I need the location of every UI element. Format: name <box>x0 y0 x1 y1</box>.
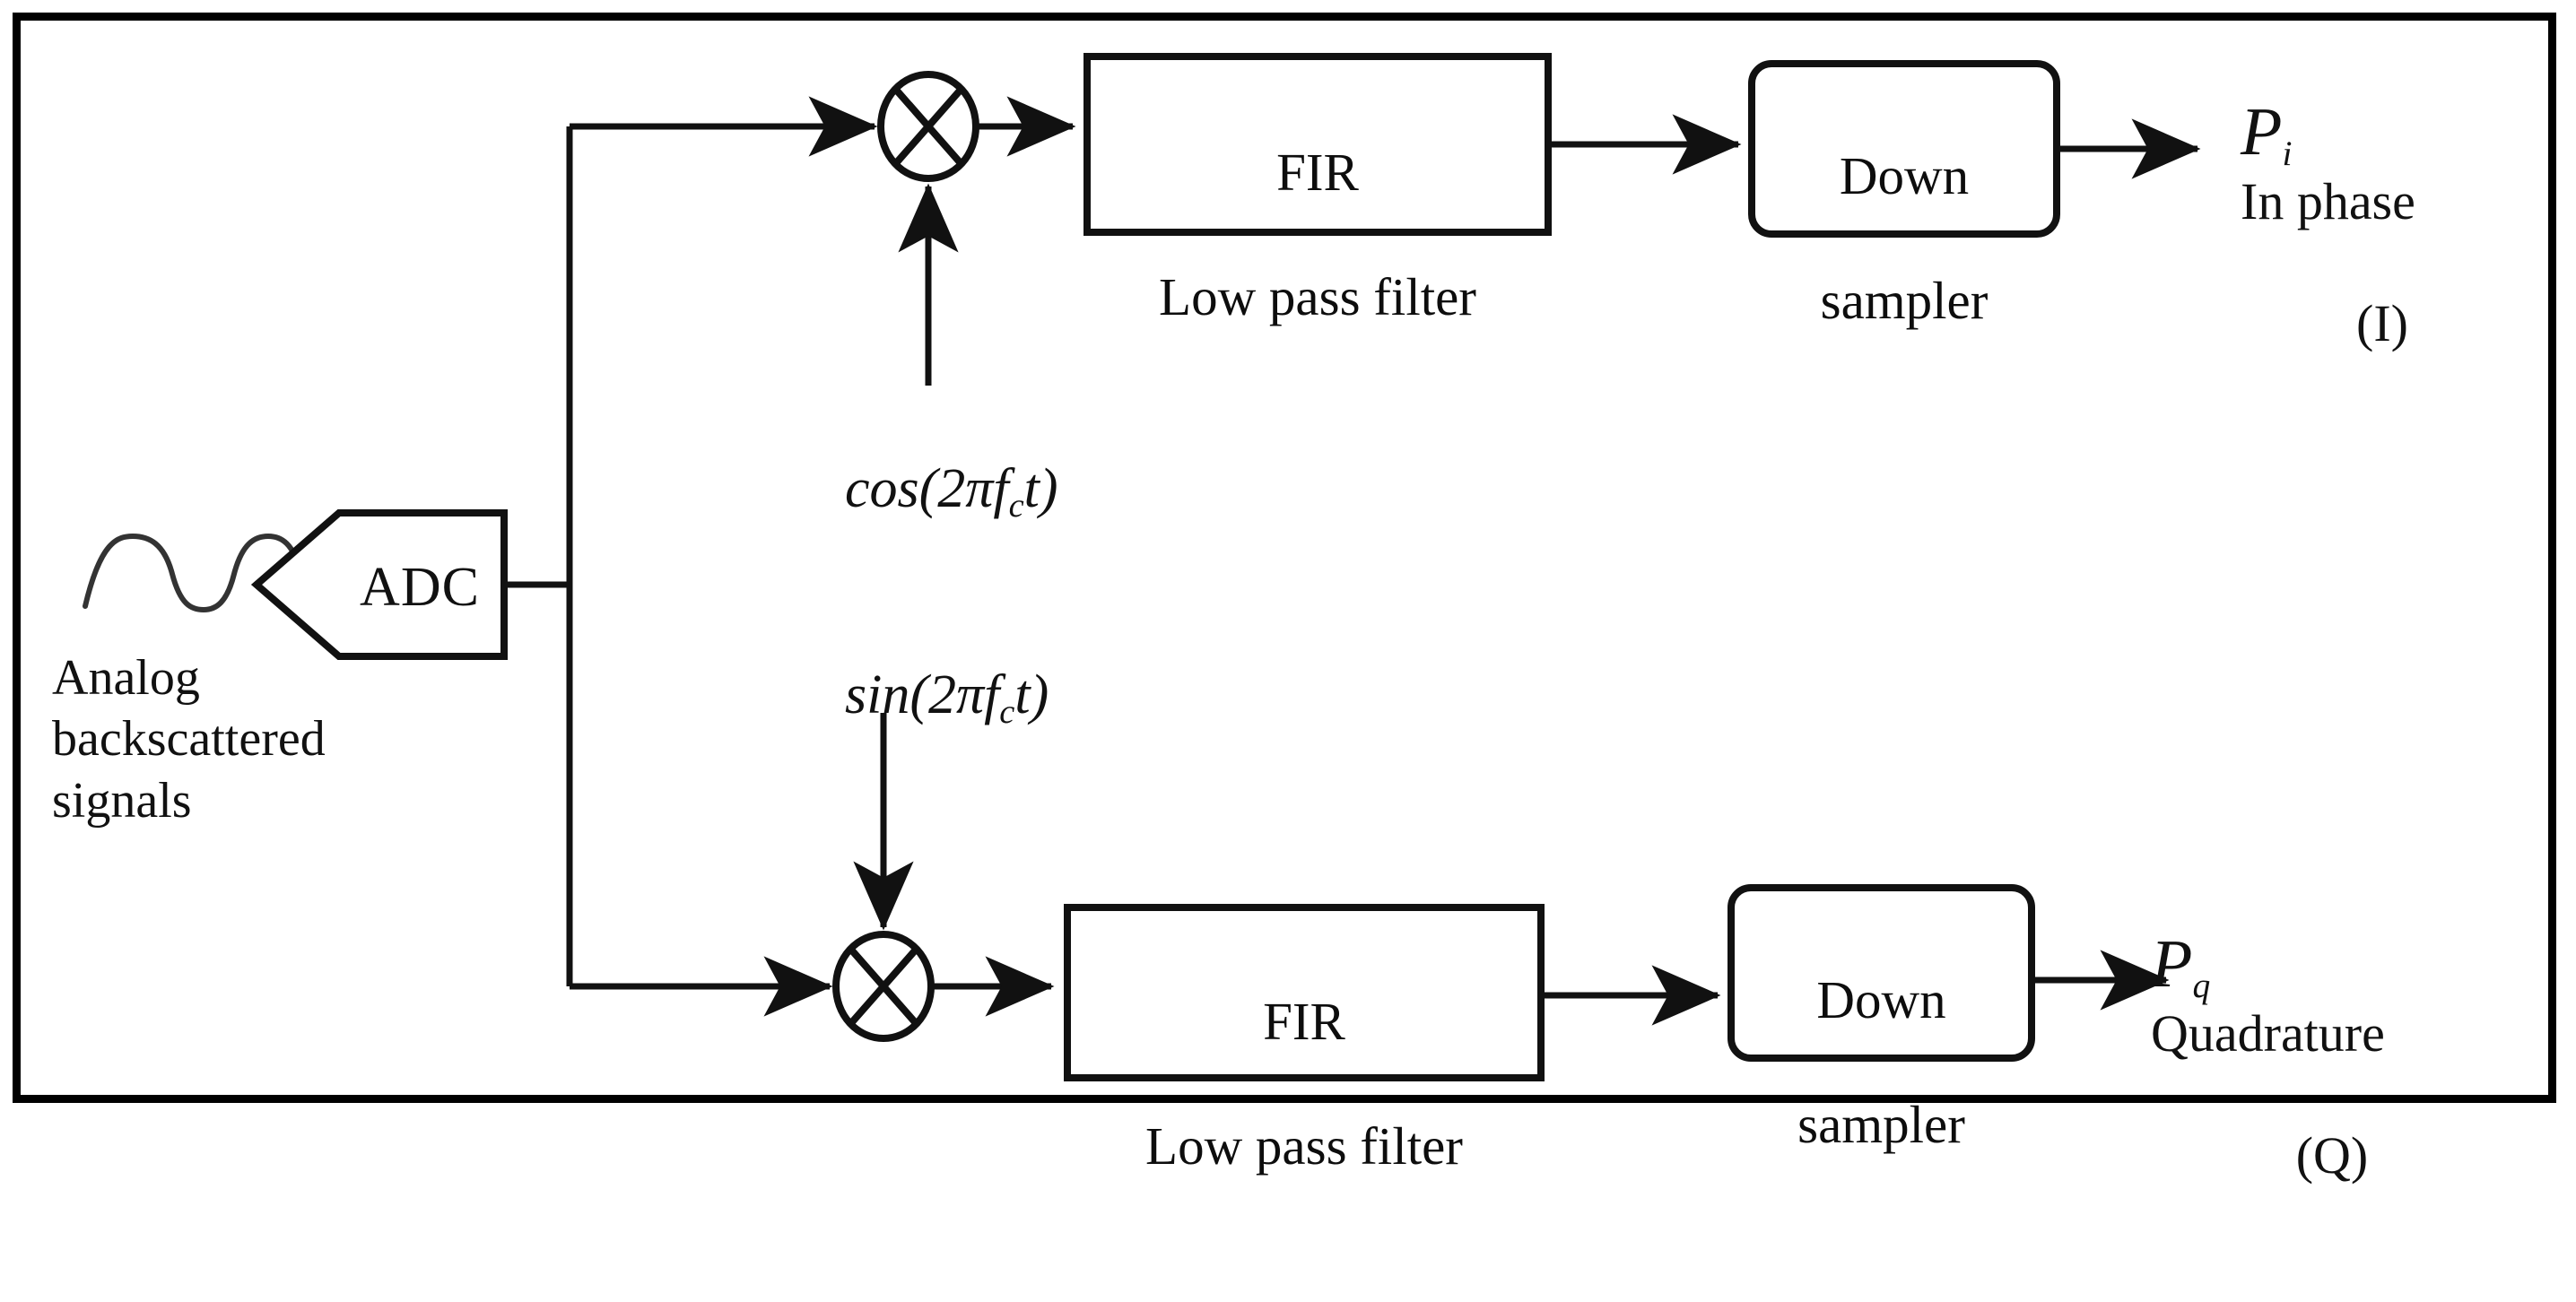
top-fir-block <box>1083 53 1552 236</box>
bottom-sampler-line1: Down <box>1816 969 1946 1029</box>
top-sampler-line2: sampler <box>1820 270 1989 330</box>
quadrature-symbol: P <box>2151 925 2193 1002</box>
bottom-sampler-line2: sampler <box>1797 1094 1965 1154</box>
top-fir-line1: FIR <box>1276 142 1359 202</box>
analog-source-caption: Analog backscattered signals <box>52 650 326 829</box>
cos-subscript: c <box>1008 487 1024 525</box>
sin-carrier-label: sin(2πfct) <box>789 603 1049 794</box>
figure-canvas: ADC Analog backscattered signals cos(2πf… <box>13 13 2556 1185</box>
quadrature-subscript: q <box>2192 965 2211 1005</box>
top-fir-line2: Low pass filter <box>1159 266 1476 326</box>
cos-arg-suffix: t) <box>1023 458 1058 520</box>
sin-fn: sin <box>845 664 910 726</box>
bottom-fir-line2: Low pass filter <box>1145 1115 1463 1176</box>
adc-label: ADC <box>360 557 480 618</box>
top-mixer-cross <box>892 87 964 166</box>
diagram-vector-layer <box>83 53 2201 1081</box>
top-sampler-line1: Down <box>1839 145 1970 205</box>
quadrature-name: Quadrature <box>2151 1004 2385 1063</box>
top-fir-label: FIR Low pass filter <box>1087 79 1548 328</box>
sin-arg-suffix: t) <box>1014 664 1049 726</box>
quadrature-short: (Q) <box>2295 1125 2369 1185</box>
bottom-fir-label: FIR Low pass filter <box>1067 928 1541 1177</box>
cos-fn: cos <box>845 458 919 520</box>
bottom-mixer-cross <box>848 947 919 1026</box>
top-downsampler-label: Down sampler <box>1752 82 2057 332</box>
in-phase-symbol: P <box>2241 93 2283 169</box>
adc-block <box>250 509 508 660</box>
in-phase-output-label: Pi In phase (I) <box>2189 36 2556 470</box>
bottom-fir-line1: FIR <box>1263 991 1345 1051</box>
in-phase-short: (I) <box>2356 293 2408 352</box>
in-phase-name: In phase <box>2241 172 2415 231</box>
sin-arg-prefix: (2πf <box>909 664 1000 726</box>
quadrature-output-label: Pq Quadrature (Q) <box>2099 868 2565 1302</box>
in-phase-subscript: i <box>2282 133 2293 173</box>
sin-subscript: c <box>999 693 1015 732</box>
bottom-downsampler-block <box>1727 884 2035 1062</box>
bottom-downsampler-label: Down sampler <box>1731 907 2032 1156</box>
cos-arg-prefix: (2πf <box>918 458 1009 520</box>
cos-carrier-label: cos(2πfct) <box>789 396 1058 588</box>
